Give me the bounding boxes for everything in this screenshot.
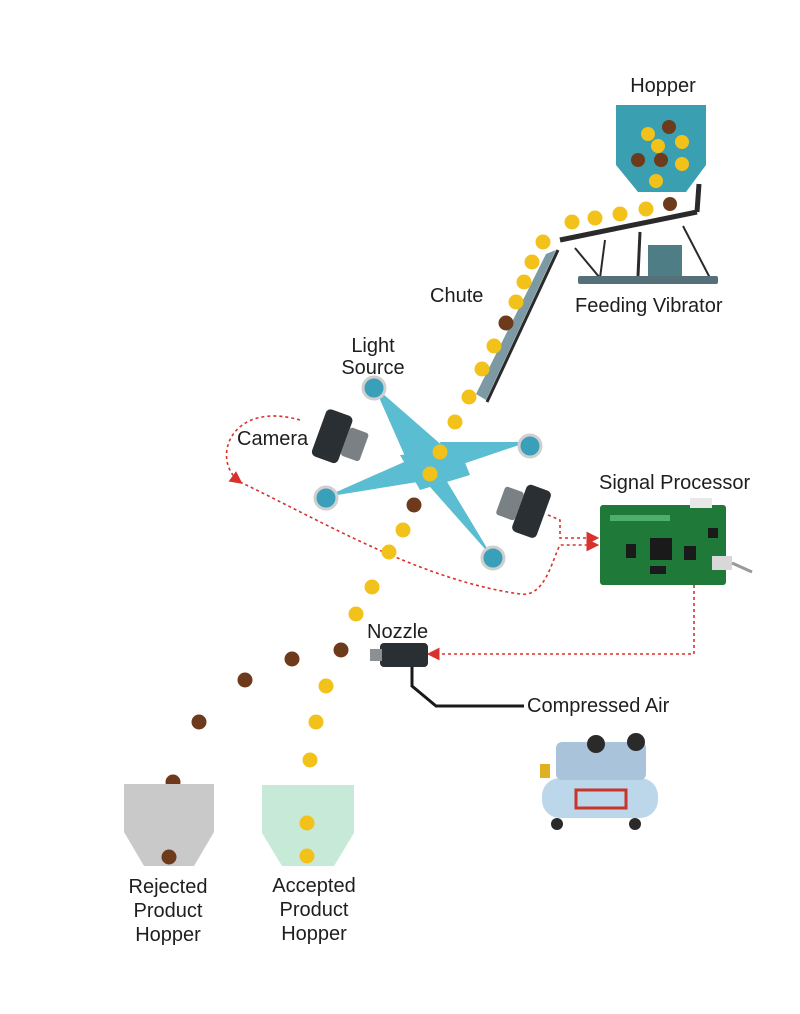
accepted-hopper-label-line2: Product: [280, 899, 349, 921]
product-stream-chute: [447, 197, 677, 430]
accepted-product-hopper: [262, 785, 354, 866]
camera-label: Camera: [237, 428, 309, 450]
product-stream-accepted: [302, 522, 411, 768]
signal-lines: [225, 415, 695, 661]
camera-left: [311, 409, 369, 464]
rejected-hopper-label-line2: Product: [134, 900, 203, 922]
signal-processor-board: [600, 498, 753, 585]
rejected-hopper-label-line1: Rejected: [129, 876, 208, 898]
feeding-vibrator: [559, 183, 718, 284]
rejected-product-hopper: [124, 784, 214, 866]
product-stream-inspection: [406, 444, 448, 513]
nozzle-label: Nozzle: [367, 621, 428, 643]
hopper-label: Hopper: [630, 75, 696, 97]
light-source-label-line2: Source: [341, 357, 404, 379]
accepted-hopper-label-line3: Hopper: [281, 923, 347, 945]
product-stream-rejected: [165, 642, 349, 790]
compressed-air-label: Compressed Air: [527, 695, 670, 717]
light-source-label-line1: Light: [351, 335, 395, 357]
chute-label: Chute: [430, 285, 483, 307]
chute: [476, 249, 560, 403]
light-source-lamps: [313, 375, 543, 571]
light-beams: [325, 386, 528, 558]
rejected-hopper-label-line3: Hopper: [135, 924, 201, 946]
camera-right: [496, 484, 551, 538]
signal-processor-label: Signal Processor: [599, 472, 751, 494]
feeding-vibrator-label: Feeding Vibrator: [575, 295, 723, 317]
hopper: [616, 105, 706, 192]
nozzle: [370, 643, 524, 708]
air-compressor: [540, 733, 658, 830]
accepted-hopper-label-line1: Accepted: [272, 875, 355, 897]
